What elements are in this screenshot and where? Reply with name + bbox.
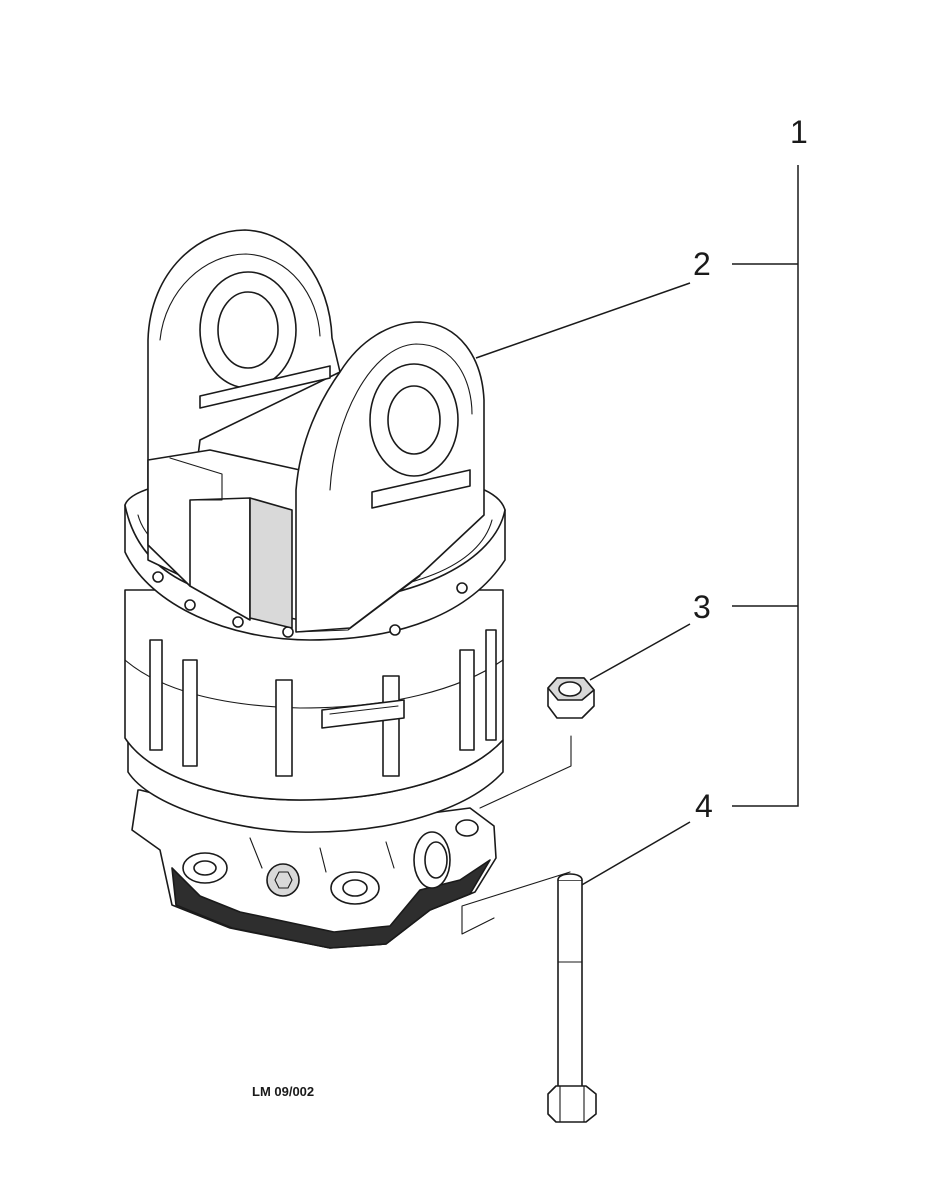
nut-stud-centerline xyxy=(479,735,572,809)
cylinder-body xyxy=(124,589,504,801)
callout-item1: 1 xyxy=(790,114,808,150)
leader-item4 xyxy=(579,821,691,887)
yoke-base xyxy=(147,449,301,629)
leader-lines xyxy=(475,282,691,887)
hex-nut-item3 xyxy=(547,677,595,719)
bolt-item4 xyxy=(461,871,597,1123)
bolt-centerline xyxy=(461,871,571,935)
callout-item4: 4 xyxy=(695,788,713,824)
nameplate-slot xyxy=(321,699,405,729)
rotator-base-housing xyxy=(131,789,497,949)
leader-item3 xyxy=(589,623,691,681)
callout-bracket xyxy=(732,165,799,807)
callout-item2: 2 xyxy=(693,246,711,282)
callout-item3: 3 xyxy=(693,589,711,625)
yoke-right-ear xyxy=(295,321,485,633)
body-ribs xyxy=(149,629,497,777)
hex-plug xyxy=(266,863,300,897)
yoke-left-ear xyxy=(147,229,341,581)
flange-bolt-holes xyxy=(152,571,468,638)
drawing-code-label: LM 09/002 xyxy=(252,1084,314,1099)
leader-item2 xyxy=(475,282,691,359)
